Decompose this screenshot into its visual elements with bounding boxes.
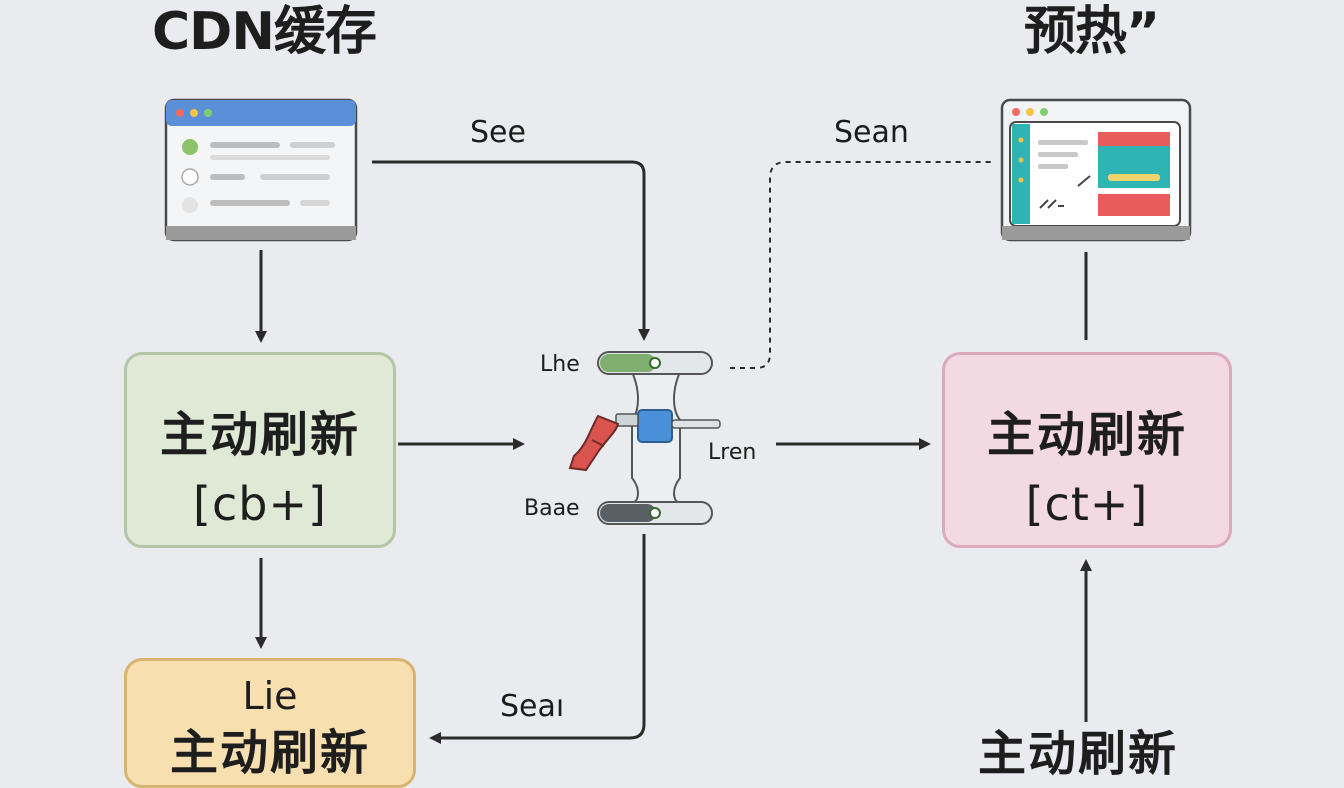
box-right-main: 主动刷新 (986, 407, 1187, 463)
browser-window-icon (164, 98, 358, 242)
box-left-main: 主动刷新 (159, 407, 360, 463)
box-right-sub: [ct+] (1025, 477, 1149, 531)
box-left-sub: [cb+] (193, 477, 327, 531)
box-bottom-left-top: Lie (242, 674, 298, 718)
valve-icon (568, 351, 721, 525)
label-sean: Sean (834, 115, 909, 150)
label-baae: Baae (524, 496, 580, 521)
dashboard-window-icon (1000, 98, 1192, 242)
label-lren: Lren (708, 440, 757, 465)
label-seai: Seaı (500, 689, 565, 724)
box-active-refresh-left: 主动刷新 [cb+] (124, 352, 396, 548)
title-right: 预热” (1024, 2, 1160, 62)
label-see: See (470, 115, 526, 150)
label-lhe: Lhe (540, 352, 580, 377)
diagram-graphics (164, 98, 1192, 744)
title-left: CDN缓存 (152, 2, 377, 62)
box-active-refresh-right: 主动刷新 [ct+] (942, 352, 1232, 548)
